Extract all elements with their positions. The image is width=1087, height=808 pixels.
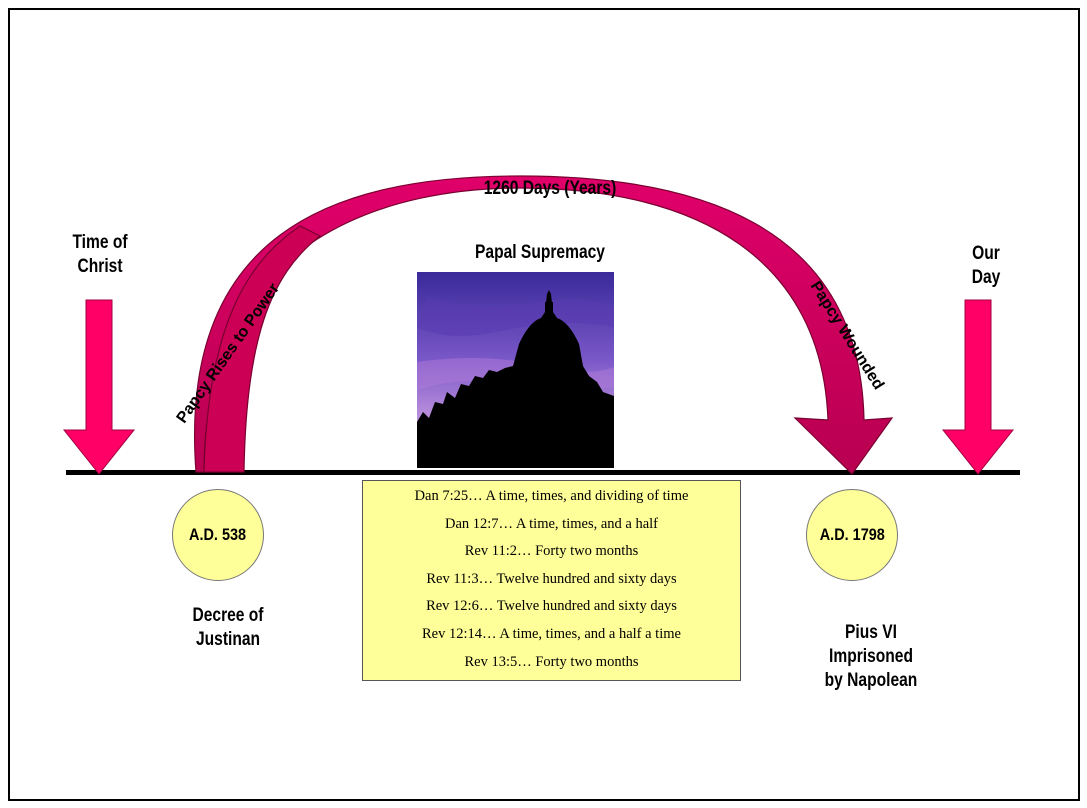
basilica-silhouette-image [417,272,614,468]
arch-left-leg [203,225,322,473]
our-day-label: Our Day [971,243,1001,288]
center-heading: Papal Supremacy [475,242,605,263]
verse-line: Rev 12:14… A time, times, and a half a t… [422,625,681,642]
end-date-badge: A.D. 1798 [806,489,898,581]
time-of-christ-arrow [62,299,136,475]
timeline-axis [66,470,1020,475]
verse-line: Dan 7:25… A time, times, and dividing of… [414,488,689,504]
diagram-title: 1260 Days (Years) [483,178,617,199]
supremacy-arch [194,175,894,475]
verse-line: Dan 12:7… A time, times, and a half [444,515,659,532]
verse-line: Rev 13:5… Forty two months [464,653,639,670]
start-event-label: Decree of Justinan [192,605,264,650]
time-of-christ-label: Time of Christ [72,232,128,277]
end-event-label: Pius VI Imprisoned by Napolean [824,622,918,691]
verse-line: Rev 11:2… Forty two months [464,543,639,560]
our-day-arrow [941,299,1015,475]
scripture-references-box: Dan 7:25… A time, times, and dividing of… [362,480,741,681]
verse-line: Rev 11:3… Twelve hundred and sixty days [426,570,677,587]
start-date-badge: A.D. 538 [172,489,264,581]
verse-line: Rev 12:6… Twelve hundred and sixty days [426,598,677,615]
